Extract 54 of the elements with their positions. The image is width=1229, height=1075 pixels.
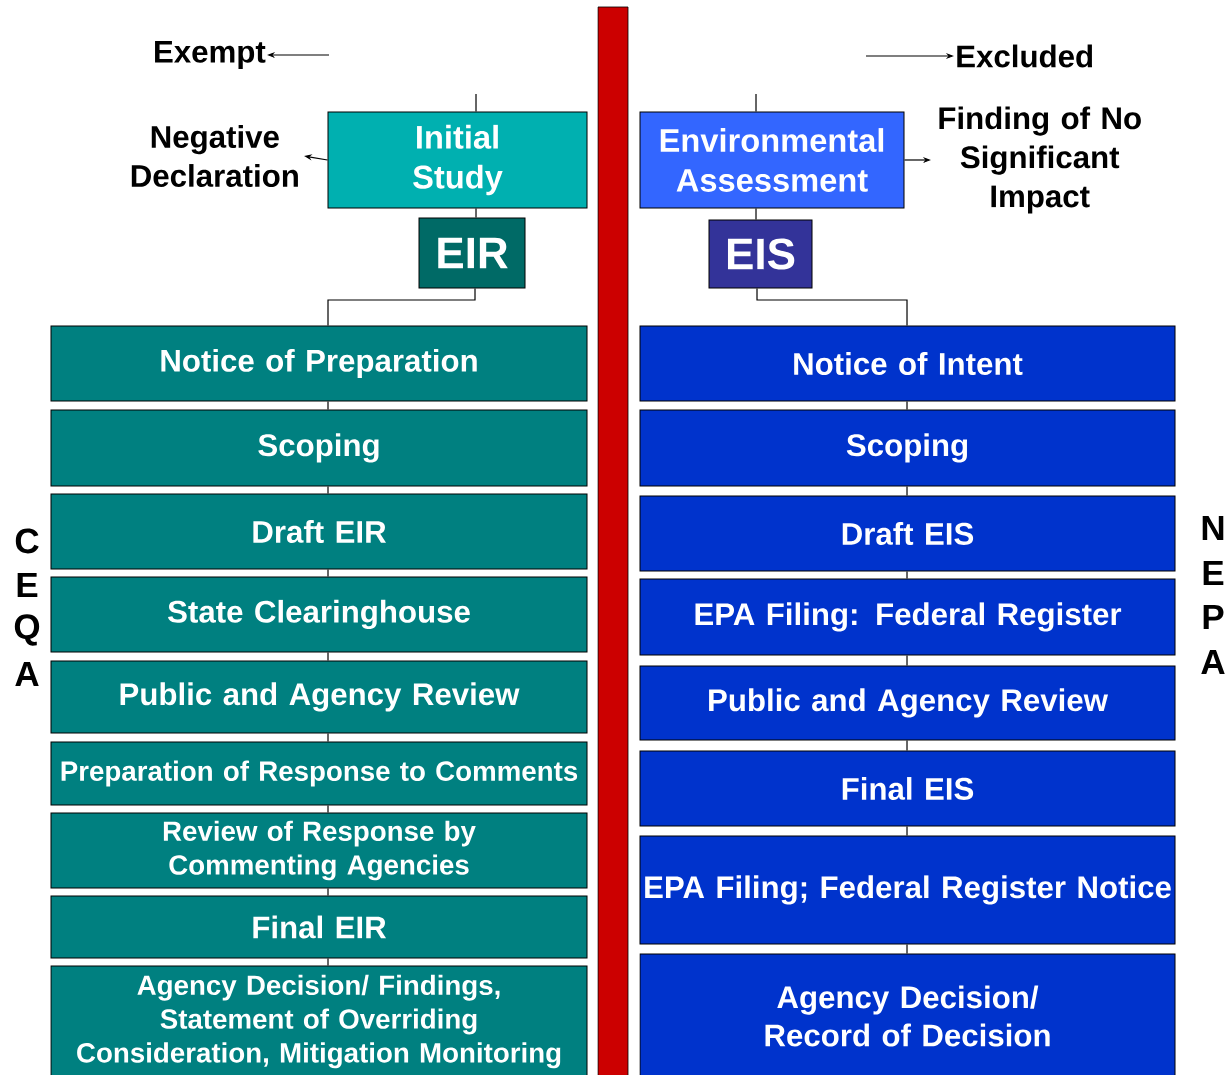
connector-line [906, 570, 908, 580]
connector-line [327, 732, 329, 743]
connector-line [906, 943, 908, 955]
connector-line [327, 651, 329, 662]
connector-line [475, 207, 477, 219]
step-box: Agency Decision/ Findings, Statement of Overriding Consideration, Mitigation Monitoring [50, 965, 588, 1075]
vertical-letter: A [15, 661, 39, 687]
step-box: Scoping [50, 409, 588, 487]
vertical-letter: E [1203, 560, 1224, 586]
step-box: Final EIR [50, 895, 588, 959]
connector-line [906, 400, 908, 411]
document-box: EIR [418, 217, 526, 289]
connector-line [327, 887, 329, 897]
connector-line [755, 207, 757, 221]
step-box: State Clearinghouse [50, 576, 588, 653]
connector-line [327, 957, 329, 967]
step-box: Preparation of Response to Comments [50, 741, 588, 806]
outcome-label: Finding of No Significant Impact [939, 106, 1141, 214]
vertical-letter: P [1203, 604, 1224, 630]
connector-line [906, 739, 908, 752]
process-box: Environmental Assessment [639, 111, 905, 209]
vertical-letter: N [1202, 515, 1224, 541]
vertical-letter: Q [14, 614, 40, 646]
step-box: Agency Decision/ Record of Decision [639, 953, 1176, 1075]
step-box: EPA Filing; Federal Register Notice [639, 835, 1176, 945]
connector-line [327, 400, 329, 411]
step-box: EPA Filing: Federal Register [639, 578, 1176, 656]
connector-line [755, 93, 757, 113]
step-box: Public and Agency Review [50, 660, 588, 734]
step-box: Draft EIS [639, 495, 1176, 572]
connector-line [756, 287, 908, 327]
step-box: Scoping [639, 409, 1176, 487]
step-box: Notice of Intent [639, 325, 1176, 402]
connector-line [327, 485, 329, 495]
step-box: Draft EIR [50, 493, 588, 570]
connector-line [906, 654, 908, 667]
step-box: Notice of Preparation [50, 325, 588, 402]
connector-line [327, 804, 329, 814]
connector-line [906, 485, 908, 497]
step-box: Final EIS [639, 750, 1176, 827]
process-box: Initial Study [327, 111, 588, 209]
exempt-label: Exempt [155, 41, 266, 69]
vertical-letter: E [17, 572, 38, 598]
document-box: EIS [708, 219, 813, 289]
vertical-letter: C [15, 528, 39, 554]
connector-line [475, 93, 477, 113]
step-box: Public and Agency Review [639, 665, 1176, 741]
step-box: Review of Response by Commenting Agencies [50, 812, 588, 889]
excluded-label: Excluded [957, 44, 1093, 68]
vertical-letter: A [1201, 649, 1225, 675]
connector-line [327, 287, 476, 327]
outcome-label: Negative Declaration [131, 125, 298, 187]
connector-line [906, 825, 908, 837]
connector-line [327, 568, 329, 578]
